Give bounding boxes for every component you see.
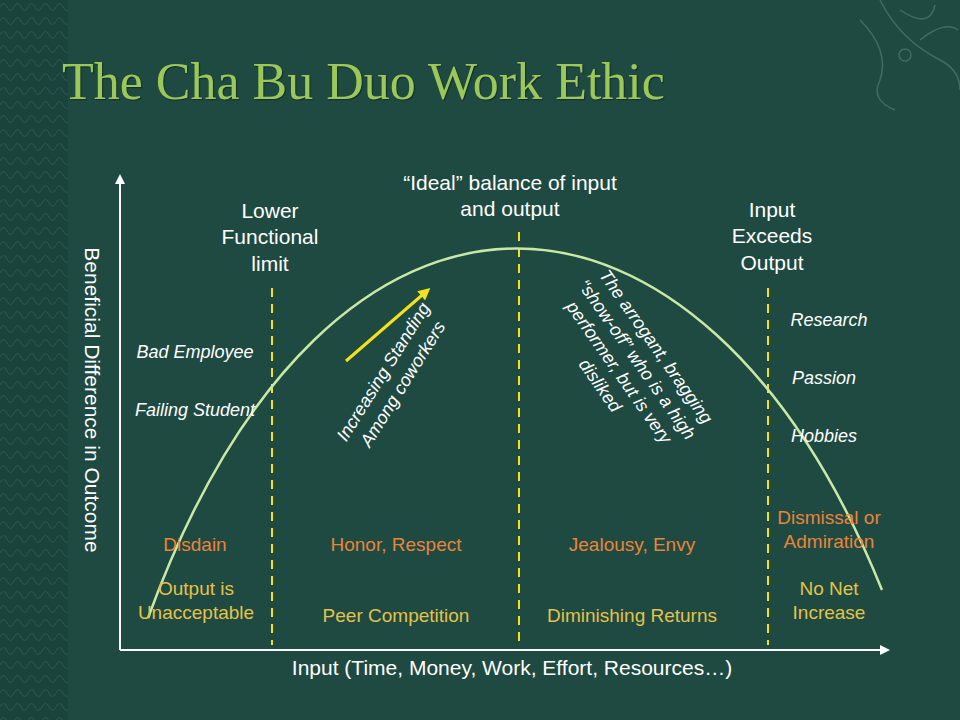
side-pattern [0,0,68,720]
reaction-label: Dismissal or Admiration [759,506,899,554]
reaction-label: Jealousy, Envy [569,533,695,557]
x-axis-label: Input (Time, Money, Work, Effort, Resour… [292,655,732,681]
zone-heading: “Ideal” balance of input and output [403,170,618,223]
curve-note: Increasing Standing Among coworkers [327,291,459,466]
reaction-label: Disdain [163,533,226,557]
zone-heading: Input Exceeds Output [717,197,827,276]
outcome-label: Output is Unacceptable [126,577,266,625]
divider-lines [272,232,768,645]
x-axis [120,649,888,651]
side-strip [0,0,68,720]
floral-ornament [860,0,960,110]
bell-curve [148,248,882,618]
zone-heading: Lower Functional limit [204,198,336,277]
side-note: Hobbies [791,425,857,448]
side-note: Bad Employee [136,341,253,364]
outcome-label: No Net Increase [777,577,882,625]
side-note: Passion [792,367,856,390]
y-axis [119,176,121,650]
curve-note: The arrogant, bragging “show-off” who is… [531,254,725,478]
side-note: Failing Student [135,399,255,422]
slide-title: The Cha Bu Duo Work Ethic [62,52,665,111]
reaction-label: Honor, Respect [331,533,462,557]
y-axis-label: Beneficial Difference in Outcome [79,247,105,552]
side-note: Research [790,309,867,332]
outcome-label: Peer Competition [323,604,470,628]
outcome-label: Diminishing Returns [547,604,717,628]
